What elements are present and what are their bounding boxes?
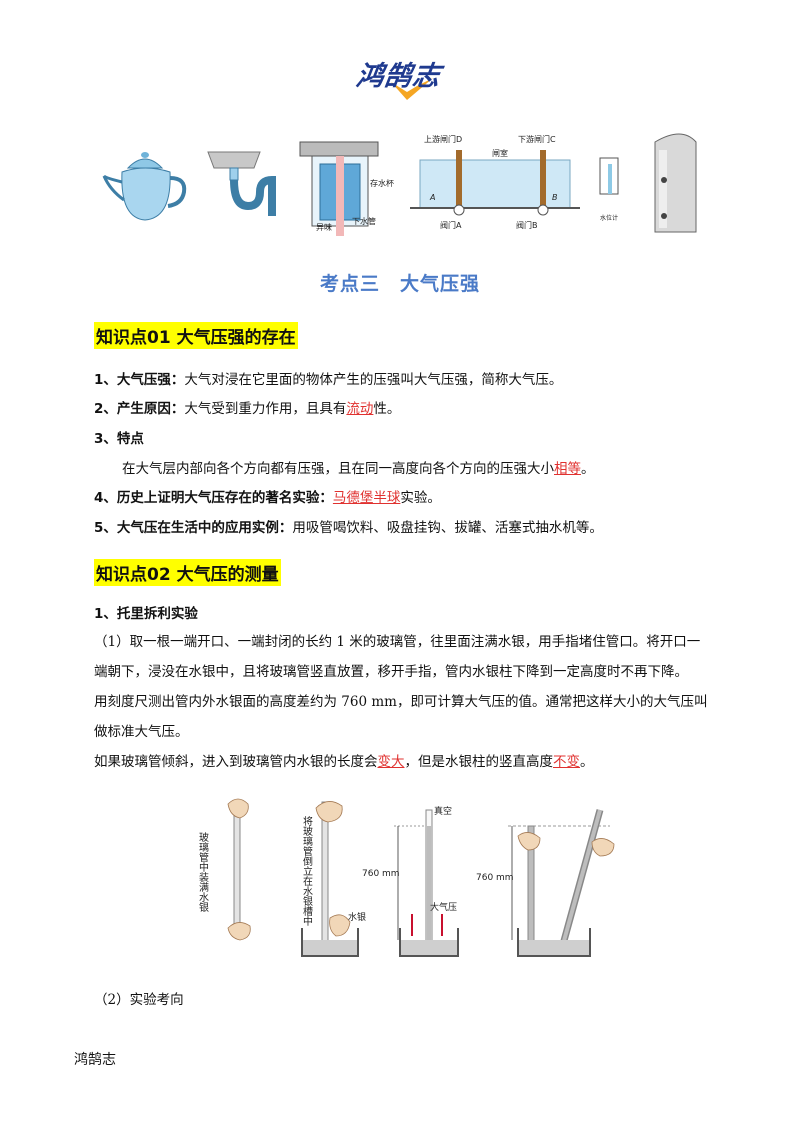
item-text: 实验。 — [400, 490, 441, 506]
tilt-text: 。 — [580, 754, 594, 770]
lower-gate-label: 下游闸门C — [518, 134, 556, 144]
label-b: B — [552, 193, 558, 202]
valve-b-label: 阀门B — [516, 220, 538, 230]
answer-blank: 流动 — [346, 401, 374, 417]
item-text: 性。 — [373, 401, 401, 417]
item-text: 大气受到重力作用，且具有 — [184, 401, 347, 417]
item-text: 用吸管喝饮料、吸盘挂钩、拔罐、活塞式抽水机等。 — [292, 520, 603, 536]
para-line: 用刻度尺测出管内外水银面的高度差约为 760 mm，即可计算大气压的值。通常把这… — [94, 694, 708, 710]
answer-blank: 相等 — [554, 461, 581, 477]
item-label: 1、大气压强： — [94, 372, 185, 388]
item-label: 4、历史上证明大气压存在的著名实验： — [94, 490, 333, 506]
tilt-text: ，但是水银柱的竖直高度 — [404, 754, 554, 770]
page-footer: 鸿鹄志 — [74, 1052, 116, 1068]
sub-heading: （2）实验考向 — [94, 992, 184, 1008]
top-figure-row: 存水杯 异味 下水管 上游闸门D 下游闸门C 闸室 A B 阀门A 阀门B — [100, 120, 700, 250]
chamber-label: 闸室 — [492, 148, 508, 158]
teapot-figure — [102, 152, 187, 221]
pipe-label: 下水管 — [352, 216, 376, 226]
item-text: 在大气层内部向各个方向都有压强，且在同一高度向各个方向的压强大小 — [122, 461, 554, 477]
logo-check-icon — [391, 78, 433, 100]
torricelli-figure: 玻璃管中装满水银 将玻璃管倒立在水银槽中 水银 真空 760 mm 大气压 — [190, 790, 630, 970]
height2-label: 760 mm — [476, 873, 514, 883]
kp1-item-3: 3、特点 — [94, 429, 144, 449]
step3-tube: 真空 760 mm 大气压 — [362, 805, 459, 957]
vacuum-label: 真空 — [434, 805, 452, 817]
para-line: 端朝下，浸没在水银中，且将玻璃管竖直放置，移开手指，管内水银柱下降到一定高度时不… — [94, 664, 688, 680]
brand-logo: 鸿鹄志 — [354, 52, 463, 104]
water-heater-figure: 水位计 — [599, 133, 697, 233]
answer-blank: 变大 — [377, 754, 405, 770]
answer-blank: 马德堡半球 — [332, 490, 401, 506]
kp2-sub2: （2）实验考向 — [94, 990, 184, 1010]
para-line: （1）取一根一端开口、一端封闭的长约 1 米的玻璃管，往里面注满水银，用手指堵住… — [94, 634, 701, 650]
kp2-sub1: 1、托里拆利实验 — [94, 604, 198, 624]
floor-drain-figure: 存水杯 异味 下水管 — [299, 141, 394, 236]
step2-tube: 将玻璃管倒立在水银槽中 水银 — [301, 801, 366, 957]
kp1-item-3-body: 在大气层内部向各个方向都有压强，且在同一高度向各个方向的压强大小相等。 — [122, 459, 595, 479]
tilt-line: 如果玻璃管倾斜，进入到玻璃管内水银的长度会变大，但是水银柱的竖直高度不变。 — [94, 747, 714, 777]
mercury-label: 水银 — [348, 911, 366, 923]
answer-blank: 不变 — [553, 754, 580, 770]
step4-tubes: 760 mm — [476, 809, 615, 957]
step1-label: 玻璃管中装满水银 — [197, 831, 209, 913]
item-text: 大气对浸在它里面的物体产生的压强叫大气压强，简称大气压。 — [184, 372, 563, 388]
cup-label: 存水杯 — [370, 178, 394, 188]
item-label: 3、特点 — [94, 431, 144, 447]
ship-lock-figure: 上游闸门D 下游闸门C 闸室 A B 阀门A 阀门B — [410, 134, 580, 230]
step1-tube: 玻璃管中装满水银 — [197, 798, 251, 941]
height1-label: 760 mm — [362, 869, 400, 879]
kp1-heading: 知识点01 大气压强的存在 — [94, 322, 298, 349]
valve-a-label: 阀门A — [440, 220, 462, 230]
item-label: 5、大气压在生活中的应用实例： — [94, 520, 293, 536]
kp1-item-5: 5、大气压在生活中的应用实例：用吸管喝饮料、吸盘挂钩、拔罐、活塞式抽水机等。 — [94, 518, 603, 538]
kp1-item-2: 2、产生原因：大气受到重力作用，且具有流动性。 — [94, 399, 400, 419]
logo-text: 鸿鹄志 — [354, 61, 443, 92]
kp2-paragraph: （1）取一根一端开口、一端封闭的长约 1 米的玻璃管，往里面注满水银，用手指堵住… — [94, 627, 714, 777]
atm-label: 大气压 — [430, 901, 457, 913]
section-title: 考点三 大气压强 — [319, 273, 480, 295]
step2-label: 将玻璃管倒立在水银槽中 — [301, 816, 313, 927]
tilt-text: 如果玻璃管倾斜，进入到玻璃管内水银的长度会 — [94, 754, 378, 770]
sub-heading: 1、托里拆利实验 — [94, 606, 198, 622]
upper-gate-label: 上游闸门D — [424, 134, 462, 144]
smell-label: 异味 — [316, 222, 332, 232]
kp2-heading: 知识点02 大气压的测量 — [94, 559, 281, 586]
kp1-item-4: 4、历史上证明大气压存在的著名实验：马德堡半球实验。 — [94, 488, 441, 508]
item-text: 。 — [581, 461, 595, 477]
label-a: A — [429, 193, 435, 202]
item-label: 2、产生原因： — [94, 401, 185, 417]
sink-drain-figure — [207, 151, 276, 216]
kp1-item-1: 1、大气压强：大气对浸在它里面的物体产生的压强叫大气压强，简称大气压。 — [94, 370, 562, 390]
level-gauge-label: 水位计 — [600, 214, 618, 222]
para-line: 做标准大气压。 — [94, 724, 189, 740]
